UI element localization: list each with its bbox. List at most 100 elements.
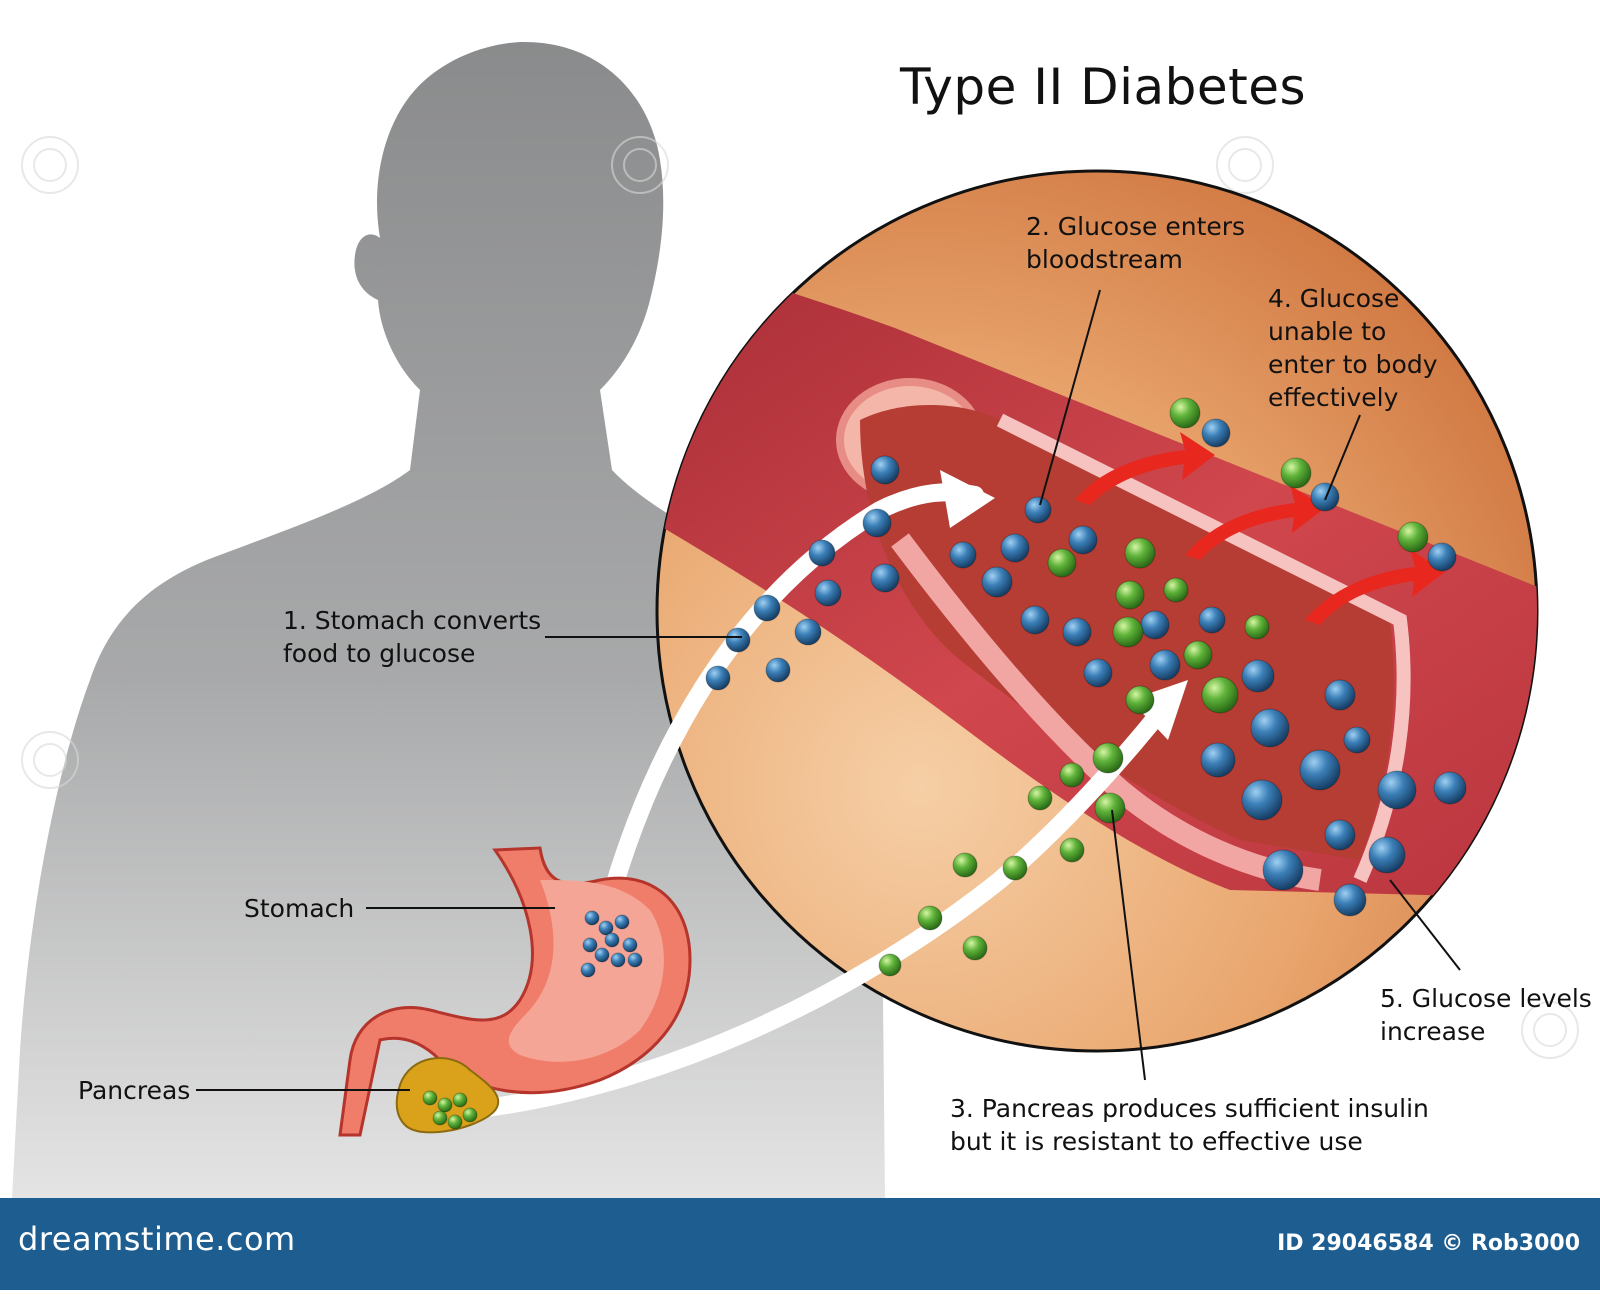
insulin-particle (1112, 616, 1144, 648)
label-pancreas: Pancreas (78, 1076, 191, 1105)
label-step4-line3: enter to body (1268, 350, 1438, 379)
label-step1-line2: food to glucose (283, 639, 476, 668)
glucose-particle (594, 947, 610, 963)
glucose-particle (808, 539, 836, 567)
glucose-particle (1201, 418, 1231, 448)
label-step3-line1: 3. Pancreas produces sufficient insulin (950, 1094, 1429, 1123)
insulin-particle (447, 1114, 463, 1130)
label-step4-line4: effectively (1268, 383, 1399, 412)
watermark-swirls (21, 136, 1579, 1059)
glucose-particle (1083, 658, 1113, 688)
insulin-particle (1163, 577, 1189, 603)
footer-bar: dreamstime.com ID 29046584 © Rob3000 (0, 1198, 1600, 1290)
label-step2-line2: bloodstream (1026, 245, 1183, 274)
glucose-particle (1062, 617, 1092, 647)
particles (422, 397, 1467, 1130)
insulin-particle (1169, 397, 1201, 429)
glucose-particle (794, 618, 822, 646)
label-stomach: Stomach (244, 894, 355, 923)
glucose-particle (1262, 849, 1304, 891)
label-step2: 2. Glucose enters bloodstream (1026, 210, 1245, 276)
glucose-particle (870, 563, 900, 593)
page-title: Type II Diabetes (900, 58, 1307, 116)
insulin-particle (878, 953, 902, 977)
glucose-particle (1241, 659, 1275, 693)
arrowhead-1 (940, 470, 995, 528)
insulin-particle (1244, 614, 1270, 640)
glucose-particle (1377, 770, 1417, 810)
insulin-particle (1397, 521, 1429, 553)
label-step3-line2: but it is resistant to effective use (950, 1127, 1363, 1156)
insulin-particle (437, 1097, 453, 1113)
glucose-particle (1250, 708, 1290, 748)
glucose-particle (1310, 482, 1340, 512)
insulin-particle (432, 1110, 448, 1126)
label-step4-line1: 4. Glucose (1268, 284, 1400, 313)
glucose-particle (1140, 610, 1170, 640)
label-step2-line1: 2. Glucose enters (1026, 212, 1246, 241)
glucose-particle (949, 541, 977, 569)
glucose-particle (1000, 533, 1030, 563)
insulin-particle (917, 905, 943, 931)
insulin-particle (1094, 792, 1126, 824)
insulin-particle (1201, 676, 1239, 714)
label-step3: 3. Pancreas produces sufficient insulin … (950, 1092, 1429, 1158)
label-step4: 4. Glucose unable to enter to body effec… (1268, 282, 1438, 414)
glucose-particle (1333, 883, 1367, 917)
glucose-particle (981, 566, 1013, 598)
glucose-particle (705, 665, 731, 691)
glucose-particle (1068, 525, 1098, 555)
insulin-particle (1092, 742, 1124, 774)
glucose-particle (614, 914, 630, 930)
footer-credit: ID 29046584 © Rob3000 (1277, 1231, 1580, 1256)
glucose-particle (814, 579, 842, 607)
insulin-particle (1027, 785, 1053, 811)
insulin-particle (1047, 548, 1077, 578)
glucose-particle (862, 508, 892, 538)
label-step5: 5. Glucose levels increase (1380, 982, 1592, 1048)
glucose-particle (1200, 742, 1236, 778)
glucose-particle (582, 937, 598, 953)
glucose-particle (622, 937, 638, 953)
glucose-particle (1149, 649, 1181, 681)
insulin-particle (1183, 640, 1213, 670)
glucose-particle (610, 952, 626, 968)
insulin-particle (952, 852, 978, 878)
glucose-particle (1241, 779, 1283, 821)
red-arrows (1075, 432, 1445, 625)
glucose-particle (725, 627, 751, 653)
glucose-particle (1020, 605, 1050, 635)
glucose-particle (584, 910, 600, 926)
insulin-particle (452, 1092, 468, 1108)
insulin-particle (1059, 837, 1085, 863)
glucose-particle (1299, 749, 1341, 791)
insulin-particle (1125, 685, 1155, 715)
insulin-particle (1059, 762, 1085, 788)
insulin-particle (1280, 457, 1312, 489)
glucose-particle (1324, 819, 1356, 851)
insulin-particle (962, 935, 988, 961)
glucose-particle (1024, 496, 1052, 524)
glucose-particle (1198, 606, 1226, 634)
label-step1: 1. Stomach converts food to glucose (283, 604, 541, 670)
glucose-particle (580, 962, 596, 978)
glucose-particle (1368, 836, 1406, 874)
insulin-particle (1115, 580, 1145, 610)
glucose-particle (598, 920, 614, 936)
insulin-particle (422, 1090, 438, 1106)
label-step4-line2: unable to (1268, 317, 1387, 346)
insulin-particle (1002, 855, 1028, 881)
insulin-particle (1124, 537, 1156, 569)
label-step5-line2: increase (1380, 1017, 1486, 1046)
label-step5-line1: 5. Glucose levels (1380, 984, 1592, 1013)
insulin-particle (462, 1107, 478, 1123)
glucose-particle (1433, 771, 1467, 805)
label-step1-line1: 1. Stomach converts (283, 606, 542, 635)
glucose-particle (870, 455, 900, 485)
glucose-particle (1427, 542, 1457, 572)
footer-brand[interactable]: dreamstime.com (18, 1220, 296, 1258)
leader-lines (196, 289, 1461, 1091)
glucose-particle (765, 657, 791, 683)
